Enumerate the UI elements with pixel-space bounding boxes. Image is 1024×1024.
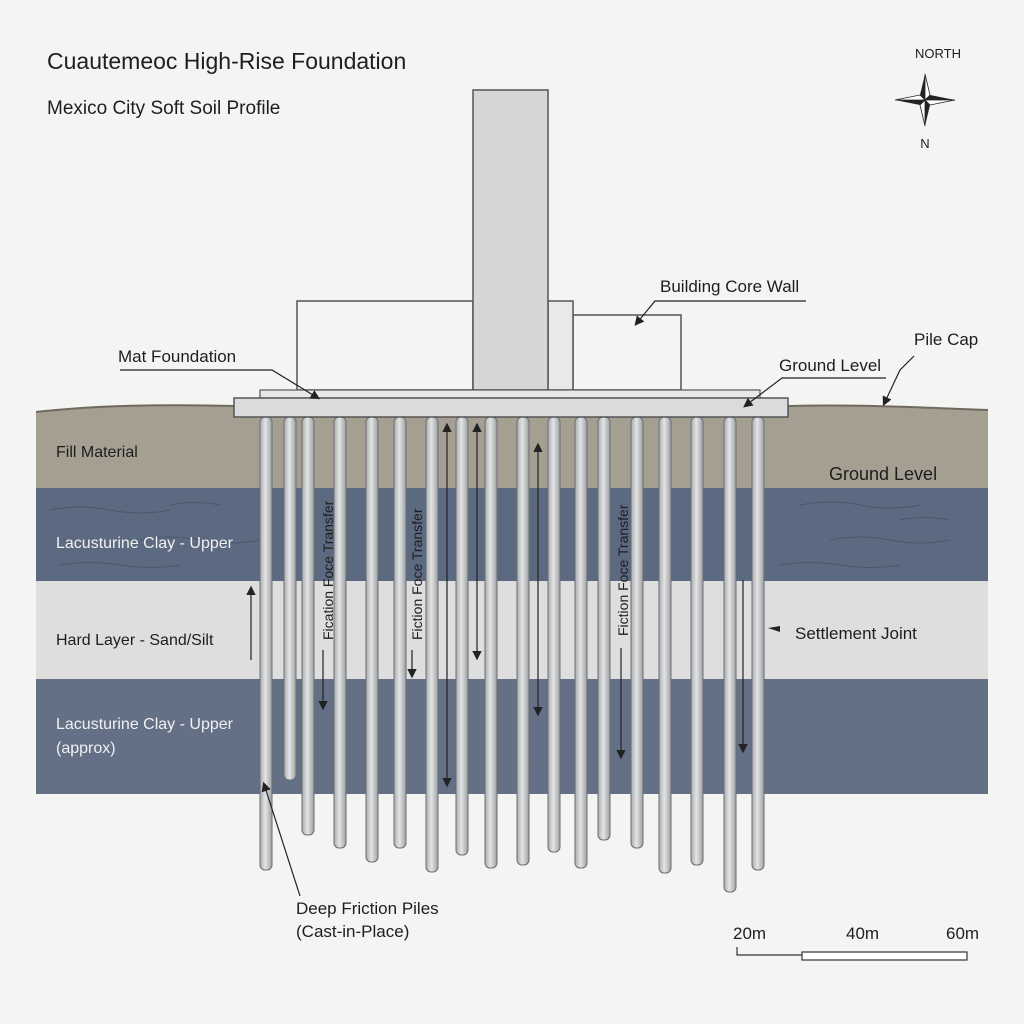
friction-pile-14 bbox=[630, 416, 644, 849]
friction-label-3: Fiction Foce Transfer bbox=[615, 504, 631, 636]
friction-pile-17 bbox=[723, 416, 737, 893]
label-pile-cap: Pile Cap bbox=[914, 330, 978, 349]
scale-bar-segment bbox=[801, 951, 968, 961]
clay-texture bbox=[49, 501, 951, 568]
layer-label-fill: Fill Material bbox=[56, 444, 138, 461]
leader-deep-friction-piles bbox=[261, 781, 301, 897]
friction-pile-12 bbox=[574, 416, 588, 869]
friction-pile-3 bbox=[301, 416, 315, 836]
friction-pile-18 bbox=[751, 416, 765, 871]
scale-label-60m: 60m bbox=[946, 924, 979, 943]
layer-label-clay-lower: Lacusturine Clay - Upper bbox=[56, 716, 234, 733]
soil-profile bbox=[35, 404, 989, 794]
building-core-wall bbox=[472, 89, 549, 391]
friction-pile-11 bbox=[547, 416, 561, 853]
mat-foundation bbox=[259, 389, 761, 399]
label-building-core-wall: Building Core Wall bbox=[660, 277, 799, 296]
friction-pile-16 bbox=[690, 416, 704, 866]
leader-mat-foundation bbox=[120, 369, 321, 400]
label-ground-level-top: Ground Level bbox=[779, 356, 881, 375]
friction-pile-5 bbox=[365, 416, 379, 863]
pile-cap bbox=[233, 397, 789, 418]
scale-label-20m: 20m bbox=[733, 924, 766, 943]
friction-piles bbox=[259, 416, 765, 893]
soil-layer-clay-lower bbox=[36, 679, 988, 794]
leader-pile-cap bbox=[882, 355, 915, 407]
soil-layer-clay-upper bbox=[36, 488, 988, 581]
label-settlement-joint: Settlement Joint bbox=[795, 624, 917, 643]
layer-label-clay-upper: Lacusturine Clay - Upper bbox=[56, 535, 234, 552]
label-cast-in-place: (Cast-in-Place) bbox=[296, 922, 409, 941]
friction-pile-7 bbox=[425, 416, 439, 873]
superstructure bbox=[233, 89, 789, 418]
page-subtitle: Mexico City Soft Soil Profile bbox=[47, 98, 280, 119]
force-arrows bbox=[318, 422, 748, 788]
friction-pile-10 bbox=[516, 416, 530, 866]
compass-north-label: NORTH bbox=[915, 46, 961, 61]
friction-label-1: Fication Foce Transfer bbox=[320, 500, 336, 640]
leader-building-core-wall bbox=[634, 300, 806, 326]
label-mat-foundation: Mat Foundation bbox=[118, 347, 236, 366]
soil-layer-fill bbox=[36, 405, 988, 488]
friction-pile-9 bbox=[484, 416, 498, 869]
compass-star-icon bbox=[894, 73, 956, 127]
compass-n-label: N bbox=[920, 136, 929, 151]
scale-bar: 20m 40m 60m bbox=[733, 924, 979, 961]
friction-pile-15 bbox=[658, 416, 672, 874]
friction-pile-2 bbox=[283, 416, 297, 781]
settlement-joint-arrow-icon bbox=[768, 626, 780, 632]
compass-rose: NORTH N bbox=[894, 46, 961, 151]
label-deep-friction-piles: Deep Friction Piles bbox=[296, 899, 439, 918]
friction-label-2: Fiction Foce Transfer bbox=[409, 508, 425, 640]
friction-pile-13 bbox=[597, 416, 611, 841]
friction-pile-8 bbox=[455, 416, 469, 856]
layer-label-clay-lower-approx: (approx) bbox=[56, 740, 116, 757]
core-wall-step bbox=[547, 300, 574, 391]
podium-right bbox=[572, 314, 682, 391]
scale-bar-line bbox=[736, 947, 802, 956]
soil-layer-hard-layer bbox=[36, 581, 988, 679]
page-title: Cuautemeoc High-Rise Foundation bbox=[47, 48, 406, 74]
podium-left bbox=[296, 300, 474, 391]
layer-label-hard-layer: Hard Layer - Sand/Silt bbox=[56, 632, 214, 649]
label-ground-level-layer: Ground Level bbox=[829, 464, 937, 484]
scale-label-40m: 40m bbox=[846, 924, 879, 943]
leader-ground-level-top bbox=[743, 377, 886, 408]
friction-pile-6 bbox=[393, 416, 407, 849]
